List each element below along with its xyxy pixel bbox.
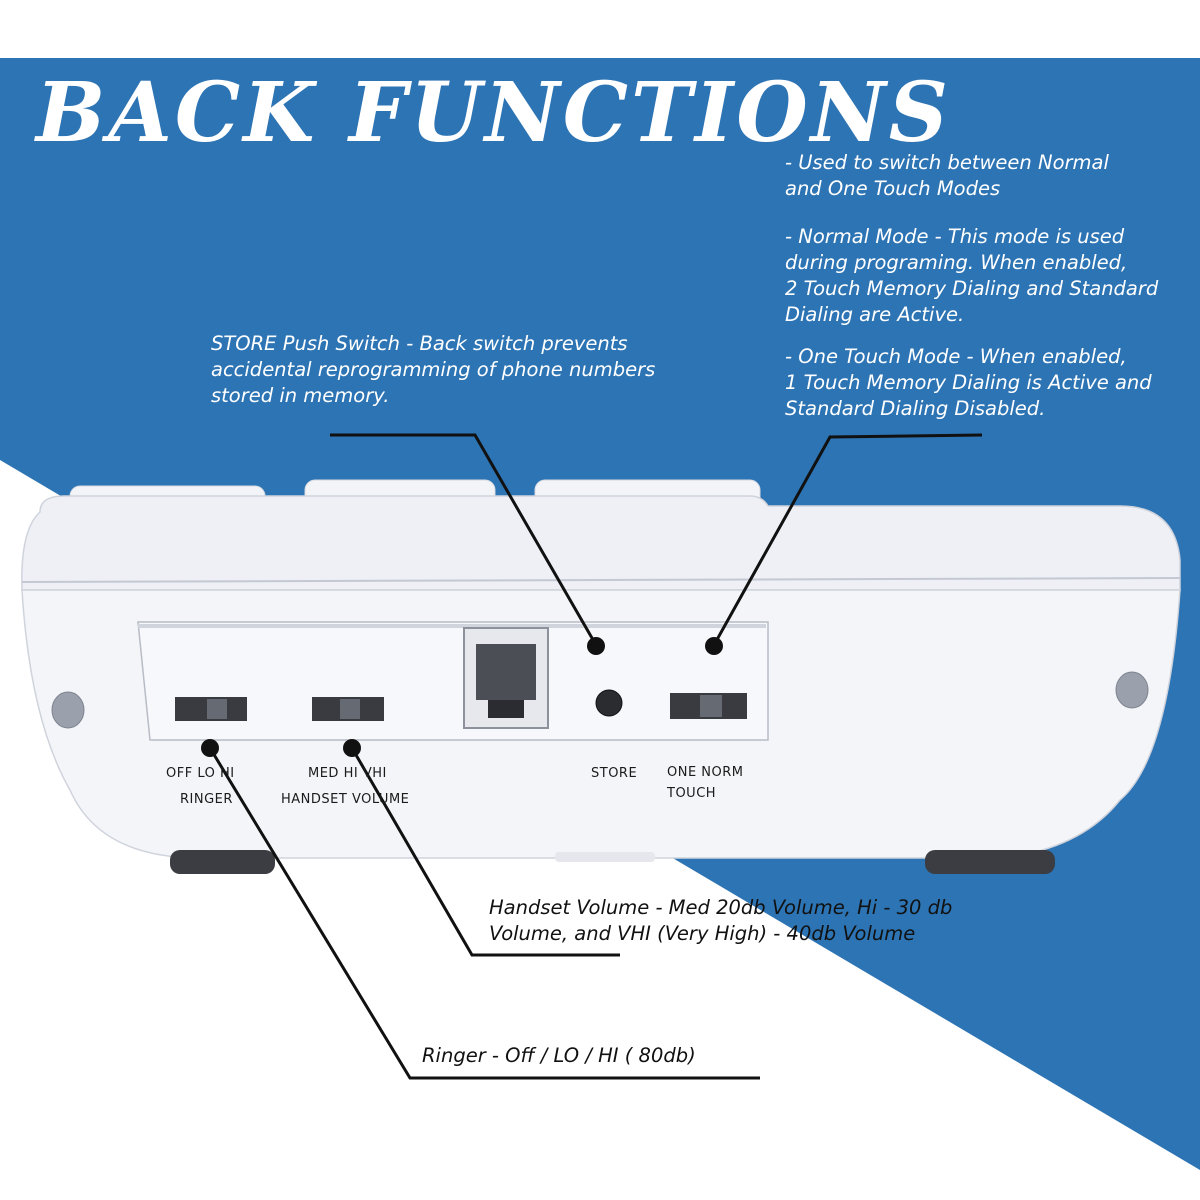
right-rubber-foot [925,850,1055,874]
ringer-callout: Ringer - Off / LO / HI ( 80db) [422,1044,696,1067]
handset-volume-pointer-line [350,747,620,957]
ringer-switch-knob [207,699,227,719]
handset-name-label: HANDSET VOLUME [281,792,410,807]
store-pointer-dot [587,637,605,655]
mode-switch-pointer-line [712,433,983,646]
mode-switch-purpose-text: - Used to switch between Normal and One … [785,151,1109,200]
mode-switch-pointer-dot [705,637,723,655]
ringer-pointer-dot [201,739,219,757]
ringer-name-label: RINGER [180,792,233,807]
mode-positions-label: ONE NORM [667,765,744,780]
left-rubber-foot [170,850,275,874]
normal-mode-text: - Normal Mode - This mode is used during… [785,225,1159,326]
pointer-lines [208,433,983,1080]
center-foot [555,852,655,862]
housing-seam [21,577,1181,583]
mode-name-label: TOUCH [667,786,717,801]
ringer-positions-label: OFF LO HI [166,766,235,781]
store-switch-callout: STORE Push Switch - Back switch prevents… [211,332,656,407]
store-label: STORE [591,766,638,781]
pointer-dots [201,637,723,757]
store-button [595,689,623,717]
housing-top [21,495,1181,591]
handset-positions-label: MED HI VHI [308,766,387,781]
phone-back-view [21,479,1181,874]
right-screw-hole [1115,671,1149,709]
handset-volume-switch-knob [340,699,360,719]
one-touch-mode-text: - One Touch Mode - When enabled, 1 Touch… [785,345,1152,420]
handset-volume-pointer-dot [343,739,361,757]
one-touch-norm-switch-knob [700,695,722,717]
handset-volume-callout: Handset Volume - Med 20db Volume, Hi - 3… [489,896,953,945]
left-screw-hole [51,691,85,729]
jack-opening [476,644,536,700]
store-pointer-line [330,433,598,646]
jack-contacts [488,700,524,718]
ringer-pointer-line [208,747,760,1080]
page-title: BACK FUNCTIONS [36,65,951,161]
recessed-panel [137,621,769,741]
